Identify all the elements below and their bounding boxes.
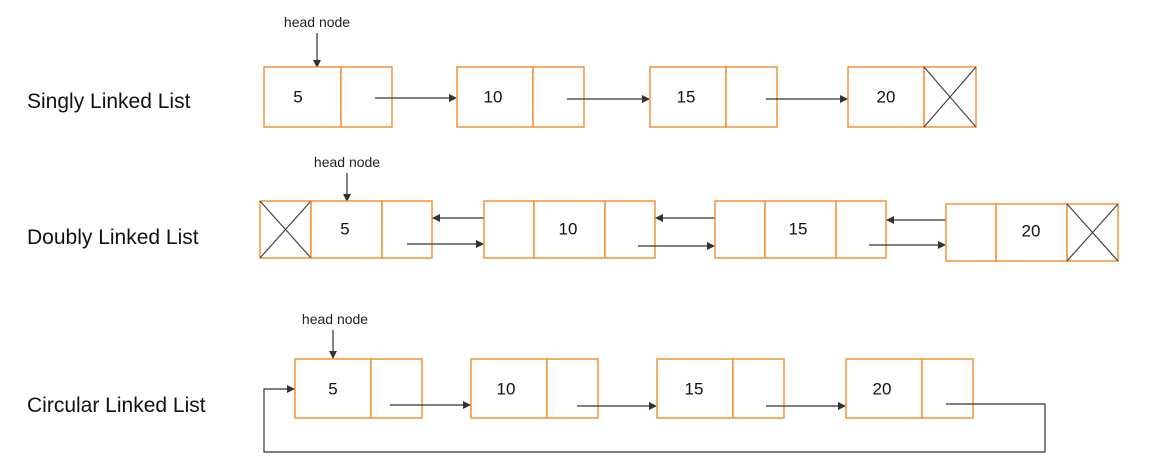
data-cell	[456, 66, 534, 128]
next-cell	[381, 200, 433, 259]
doubly-node-3: 15	[714, 200, 887, 259]
data-cell	[294, 358, 372, 419]
circular-node-1: 5	[294, 358, 423, 419]
singly-node-2: 10	[456, 66, 585, 128]
node-value: 5	[340, 220, 349, 239]
node-value: 15	[677, 88, 696, 107]
prev-cell	[945, 203, 997, 262]
node-value: 20	[873, 380, 892, 399]
node-value: 10	[559, 220, 578, 239]
next-cell	[835, 200, 887, 259]
node-value: 20	[1022, 222, 1041, 241]
doubly-head-label: head node	[314, 154, 380, 170]
data-cell	[649, 66, 727, 128]
doubly-node-4: 20	[945, 203, 1119, 262]
prev-cell	[714, 200, 766, 259]
data-cell	[845, 358, 923, 419]
next-cell	[532, 66, 585, 128]
doubly-node-2: 10	[483, 200, 656, 259]
x-box-null-icon	[923, 66, 977, 128]
x-box-null-icon	[1066, 203, 1119, 262]
node-value: 5	[293, 88, 302, 107]
x-box-null-icon	[259, 200, 312, 259]
singly-node-1: 5	[263, 66, 393, 128]
next-cell	[546, 358, 599, 419]
singly-list-title: Singly Linked List	[27, 90, 191, 113]
singly-node-3: 15	[649, 66, 778, 128]
node-value: 20	[877, 88, 896, 107]
data-cell	[656, 358, 734, 419]
singly-head-label: head node	[284, 14, 350, 30]
next-cell	[921, 358, 974, 419]
circular-wrap-arrow	[263, 385, 1046, 453]
data-cell	[847, 66, 925, 128]
next-cell	[340, 66, 393, 128]
next-cell	[732, 358, 785, 419]
node-value: 10	[497, 380, 516, 399]
singly-node-4: 20	[847, 66, 977, 128]
node-value: 15	[685, 380, 704, 399]
prev-cell	[483, 200, 535, 259]
data-cell	[764, 200, 837, 259]
circular-node-2: 10	[470, 358, 599, 419]
node-value: 15	[789, 220, 808, 239]
next-cell	[604, 200, 656, 259]
next-cell	[725, 66, 778, 128]
next-cell	[370, 358, 423, 419]
doubly-list-title: Doubly Linked List	[27, 226, 199, 249]
circular-node-4: 20	[845, 358, 974, 419]
doubly-node-1: 5	[259, 200, 433, 259]
circular-head-label: head node	[302, 311, 368, 327]
data-cell	[310, 200, 383, 259]
node-value: 5	[328, 380, 337, 399]
circular-list-title: Circular Linked List	[27, 394, 206, 417]
circular-node-3: 15	[656, 358, 785, 419]
node-value: 10	[484, 88, 503, 107]
